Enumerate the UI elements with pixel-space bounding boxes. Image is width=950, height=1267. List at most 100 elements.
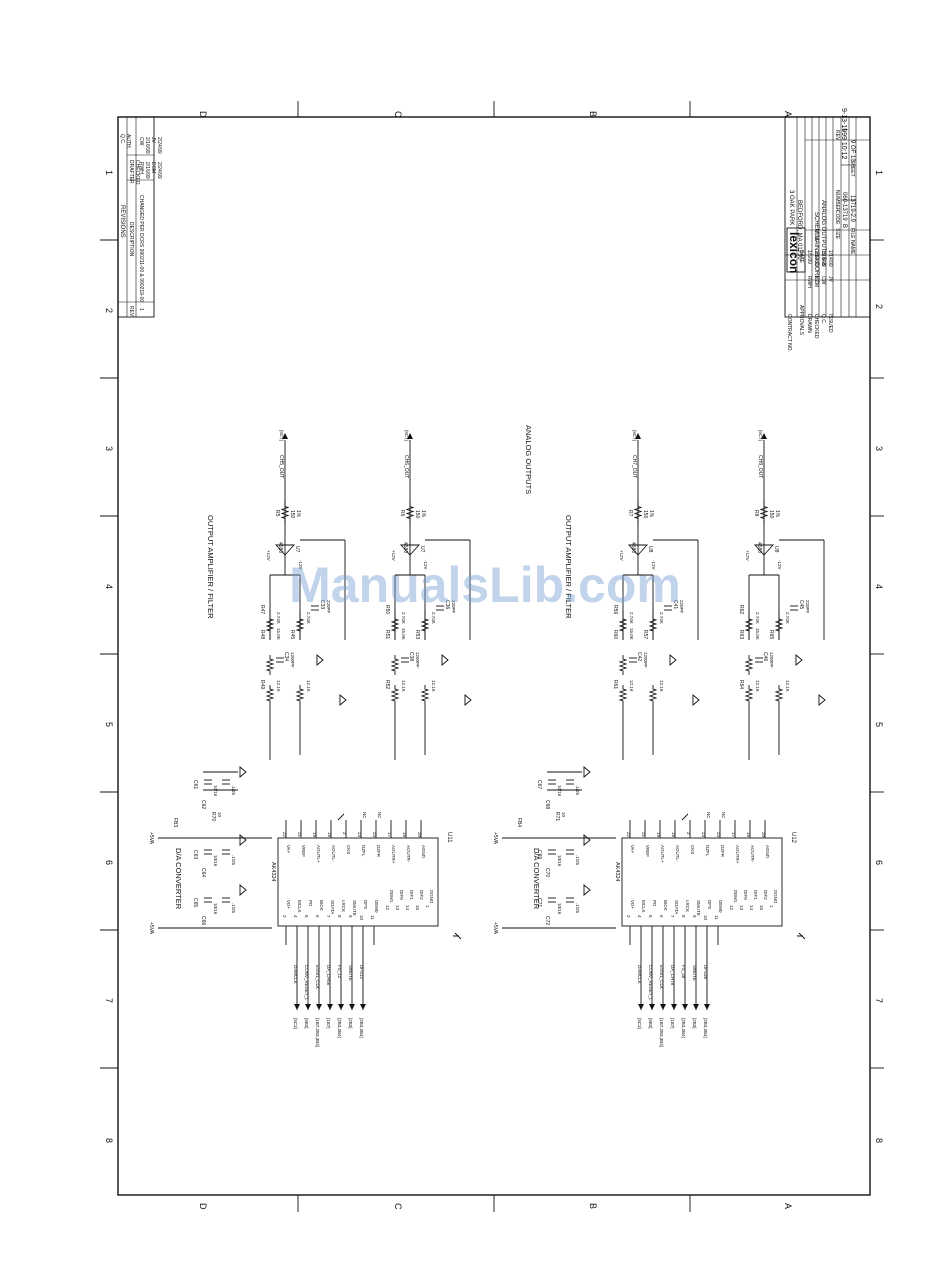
- resistor-ref: R47: [259, 605, 265, 614]
- opamp-ref: U8: [773, 546, 779, 553]
- ground-icon: [239, 766, 247, 778]
- svg-text:RWH: RWH: [138, 162, 144, 174]
- supply-label: -12V: [651, 560, 656, 570]
- signal-name: DAMCLK: [293, 965, 298, 984]
- supply-label: +12V: [619, 550, 624, 561]
- resistor-ref: R64: [738, 680, 744, 689]
- pin-number: 13: [395, 905, 400, 911]
- ground-icon: [339, 694, 347, 706]
- supply-label: +12V: [745, 550, 750, 561]
- pin-number: 23: [372, 832, 377, 838]
- no-connect-label: NC: [706, 812, 711, 819]
- resistor-tolerance: 1%: [648, 510, 654, 518]
- resistor-ref: R53: [414, 630, 420, 639]
- capacitor-value: 1200PF: [643, 652, 648, 668]
- output-arrow-icon: [282, 433, 288, 439]
- capacitor-value: .1/25: [575, 903, 580, 914]
- resistor-ref: R48: [259, 630, 265, 639]
- capacitor-value: 1200PF: [769, 652, 774, 668]
- pin-name: VA+: [286, 845, 291, 854]
- resistor-value: 15.0K: [755, 628, 760, 640]
- resistor-value: 2.74K: [276, 612, 281, 624]
- svg-text:7: 7: [104, 998, 114, 1003]
- pin-number: 11: [714, 915, 719, 920]
- pin-name: AOUTR+: [735, 845, 740, 864]
- pin-name: DIF0: [743, 890, 748, 900]
- pin-name: DZFL: [705, 845, 710, 857]
- pin-name: AOUTL+: [316, 845, 321, 863]
- input-arrow-icon: [682, 1004, 688, 1010]
- pin-number: 6: [659, 915, 664, 918]
- capacitor-value: 10/16: [213, 903, 218, 915]
- resistor-ref: R57: [642, 630, 648, 639]
- opamp-part: 4580: [402, 542, 408, 553]
- signal-ref: [2B3,3B4]: [681, 1018, 686, 1038]
- capacitor-ref: C64: [200, 868, 206, 877]
- pin-number: 17: [387, 832, 392, 838]
- output-arrow-icon: [761, 433, 767, 439]
- signal-ref: [9C3]: [293, 1018, 298, 1029]
- pin-name: PD: [308, 900, 313, 907]
- signal-name: CONV_RESET_L: [648, 965, 653, 1001]
- svg-text:2/24/99: 2/24/99: [156, 137, 162, 154]
- svg-text:BEDFORD, MA 01730: BEDFORD, MA 01730: [796, 200, 802, 260]
- supply-label: +5VA: [148, 832, 154, 845]
- input-arrow-icon: [649, 1004, 655, 1010]
- resistor-symbol: [618, 610, 628, 640]
- input-arrow-icon: [693, 1004, 699, 1010]
- resistor-symbol: [759, 500, 769, 525]
- pin-number: 19: [312, 832, 317, 838]
- signal-ref: [1B7,2B3,3B4]: [315, 1018, 320, 1047]
- resistor-symbol: [618, 685, 628, 705]
- resistor-value: 2.74K: [629, 612, 634, 624]
- svg-text:2: 2: [104, 308, 114, 313]
- revisions-block: REVISIONS REV DESCRIPTION DRAFTER Q.C. C…: [117, 116, 162, 318]
- resistor-tolerance: 1%: [774, 510, 780, 518]
- dac-ic-ref: U11: [446, 832, 452, 843]
- heading-dac1: D/A CONVERTER: [174, 848, 183, 910]
- capacitor-ref: C41: [672, 600, 678, 609]
- opamp-part: 4580: [756, 542, 762, 553]
- ground-icon: [797, 932, 806, 940]
- resistor-value: 12.1K: [785, 680, 790, 692]
- grid-top-a: A: [783, 111, 793, 117]
- signal-ref: [9B3]: [304, 1018, 309, 1029]
- svg-text:1/14/99: 1/14/99: [820, 250, 826, 267]
- drawing-title-2: ANALOG OUTPUTS 5-8: [820, 200, 826, 266]
- capacitor-ref: C36: [444, 600, 450, 609]
- dac-ic-body: [621, 837, 783, 927]
- capacitor-value: 10/16: [557, 855, 562, 867]
- capacitor-ref: C68: [544, 800, 550, 809]
- pin-name: SDATA: [330, 900, 335, 914]
- capacitor-value: 10/16: [557, 785, 562, 797]
- capacitor-value: 10/16: [213, 855, 218, 867]
- drawing-title-1: SCHEM,MAIN BD,CORE2: [813, 212, 819, 283]
- ground-icon: [583, 766, 591, 778]
- svg-text:3: 3: [874, 446, 884, 451]
- capacitor-value: 1200PF: [415, 652, 420, 668]
- resistor-symbol: [774, 610, 784, 640]
- input-arrow-icon: [671, 1004, 677, 1010]
- opamp-ref: U8: [647, 546, 653, 553]
- dac-part-number: AK4324: [270, 862, 276, 882]
- pin-number: 8: [337, 915, 342, 918]
- pin-name: AGND: [421, 845, 426, 859]
- resistor-value: 15.0K: [276, 628, 281, 640]
- capacitor-ref: C67: [536, 780, 542, 789]
- svg-text:3: 3: [104, 446, 114, 451]
- supply-label: +5VA: [492, 922, 498, 935]
- grid-top-b: B: [588, 111, 598, 117]
- ground-icon: [583, 884, 591, 896]
- left-grid-numbers: 1 2 3 4 5 6 7 8: [104, 170, 114, 1143]
- ground-icon: [453, 932, 462, 940]
- pin-number: 5: [648, 915, 653, 918]
- pin-name: VD+: [286, 900, 291, 909]
- corner-date: 9-13-1999 10:12: [840, 108, 847, 159]
- resistor-symbol: [744, 685, 754, 705]
- output-arrow-icon: [407, 433, 413, 439]
- pin-name: VD+: [630, 900, 635, 909]
- ground-icon: [692, 694, 700, 706]
